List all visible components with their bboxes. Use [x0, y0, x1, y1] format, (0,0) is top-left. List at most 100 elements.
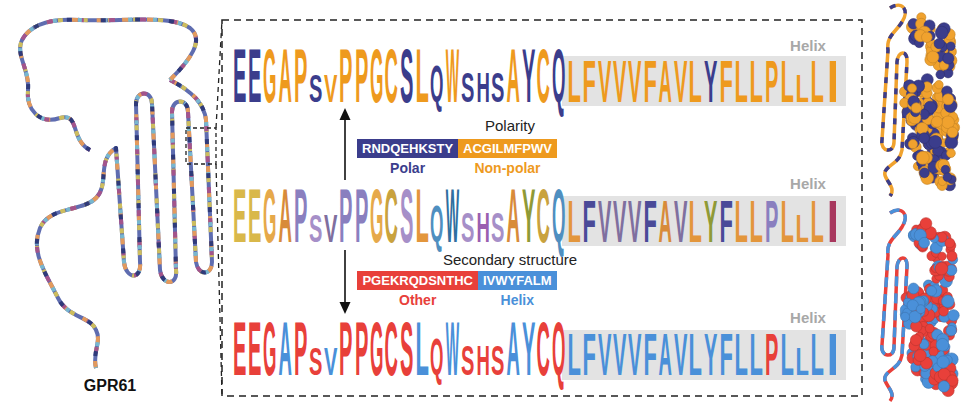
logo-letter: P [765, 193, 778, 251]
logo-letter: A [278, 37, 291, 114]
logo-letter: Q [552, 177, 565, 254]
logo-letter: V [674, 193, 687, 251]
logo-letter: Q [552, 310, 565, 387]
surface-atom [947, 42, 956, 51]
logo-letter: P [294, 310, 307, 387]
logo-letter: V [613, 53, 626, 111]
surface-atom [947, 127, 958, 138]
logo-letter: S [491, 66, 504, 108]
logo-letter: P [339, 310, 352, 387]
logo-letter: F [582, 326, 595, 384]
surface-atom [948, 310, 959, 321]
surface-atom [947, 149, 956, 158]
sequence-logo: EEGAPSVPPGCSLQWSHSAYCQLFVVVFAVLYFLLPLLLI [232, 38, 840, 108]
logo-letter: L [567, 53, 580, 111]
logo-letter: L [689, 326, 702, 384]
logo-letter: A [658, 326, 671, 384]
logo-letter: P [294, 177, 307, 254]
surface-atom [916, 305, 925, 314]
logo-letter: Y [522, 177, 535, 254]
surface-atom [910, 334, 921, 345]
ribbon-segment [37, 80, 212, 368]
logo-letter: L [734, 193, 747, 251]
surface-atom [936, 338, 949, 351]
mapping-arrow [344, 118, 346, 180]
logo-letter: L [750, 193, 763, 251]
scheme-title: Secondary structure [443, 251, 577, 268]
logo-letter: L [780, 326, 793, 384]
surface-atom [916, 122, 928, 134]
surface-atom [901, 312, 910, 321]
surface-atom [943, 53, 954, 64]
surface-atom [908, 84, 917, 93]
logo-letter: W [446, 177, 459, 254]
logo-letter: L [415, 37, 428, 114]
logo-letter: P [765, 326, 778, 384]
surface-atom [929, 347, 938, 356]
logo-letter: L [689, 53, 702, 111]
logo-letter: V [598, 193, 611, 251]
logo-letter: G [263, 177, 276, 254]
logo-letter: S [400, 37, 413, 114]
surface-atom [914, 349, 926, 361]
class-name: Non-polar [458, 158, 557, 176]
logo-letter: L [810, 193, 823, 251]
logo-letter: F [582, 193, 595, 251]
ribbon-segment [37, 80, 212, 368]
logo-letter: S [400, 310, 413, 387]
logo-letter: Y [522, 37, 535, 114]
zoom-frame [222, 20, 862, 396]
logo-letter: L [567, 193, 580, 251]
logo-letter: A [506, 310, 519, 387]
logo-letter: A [658, 193, 671, 251]
sequence-logo: EEGAPSVPPGCSLQWSHSAYCQLFVVVFAVLYFLLPLLLI [232, 178, 840, 248]
logo-letter: L [795, 342, 808, 380]
logo-letter: L [750, 326, 763, 384]
logo-letter: V [674, 53, 687, 111]
surface-atom [942, 295, 955, 308]
helix-tag: Helix [790, 37, 826, 54]
surface-atom [925, 324, 934, 333]
logo-letter: P [339, 37, 352, 114]
polar-class-box: RNDQEHKSTYPolar [357, 139, 458, 176]
logo-letter: L [689, 193, 702, 251]
logo-letter: W [446, 310, 459, 387]
surface-atom [931, 116, 942, 127]
logo-letter: A [658, 53, 671, 111]
logo-letter: L [795, 209, 808, 247]
logo-letter: I [826, 193, 838, 251]
logo-letter: F [719, 53, 732, 111]
ribbon-segment [37, 80, 212, 368]
logo-letter: G [263, 310, 276, 387]
logo-letter: L [415, 177, 428, 254]
logo-letter: H [476, 206, 489, 248]
logo-letter: S [309, 69, 322, 107]
logo-letter: E [233, 310, 246, 387]
logo-letter: L [567, 326, 580, 384]
class-name: Other [357, 290, 478, 308]
logo-letter: G [370, 310, 383, 387]
surface-atom [934, 38, 945, 49]
logo-letter: G [370, 37, 383, 114]
logo-letter: L [415, 310, 428, 387]
ribbon-segment [37, 80, 212, 368]
logo-letter: Q [430, 58, 443, 110]
logo-letter: Y [704, 193, 717, 251]
logo-letter: P [339, 177, 352, 254]
logo-letter: A [278, 310, 291, 387]
logo-letter: Y [704, 53, 717, 111]
logo-letter: V [324, 209, 337, 247]
ribbon-segment [20, 20, 196, 151]
ribbon-segment [20, 20, 196, 151]
logo-letter: S [491, 206, 504, 248]
logo-letter: G [370, 177, 383, 254]
zoom-box [186, 128, 216, 164]
surface-atom [911, 103, 921, 113]
logo-letter: E [248, 310, 261, 387]
logo-letter: P [354, 310, 367, 387]
surface-atom [921, 32, 932, 43]
ribbon-segment [37, 80, 212, 368]
surface-atom [919, 237, 930, 248]
helix-tag: Helix [790, 175, 826, 192]
logo-letter: I [826, 53, 838, 111]
